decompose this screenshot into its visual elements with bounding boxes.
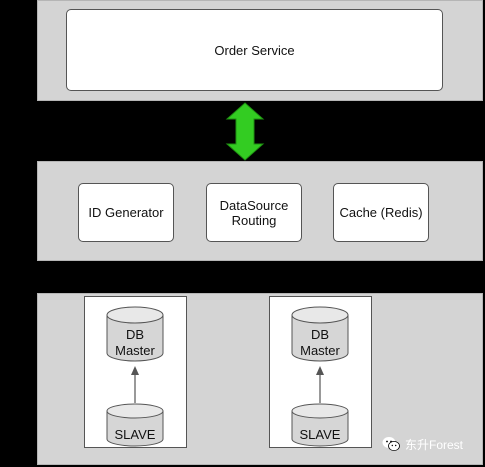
db-master-cylinder[interactable]: DB Master <box>106 306 164 362</box>
db-slave-label: SLAVE <box>300 427 341 442</box>
db-group-1: DB Master SLAVE <box>84 296 187 448</box>
order-service-label: Order Service <box>214 42 295 58</box>
top-layer: Order Service <box>37 0 483 101</box>
bidirectional-arrow-icon <box>225 102 265 161</box>
id-generator-box[interactable]: ID Generator <box>78 183 174 242</box>
cache-redis-box[interactable]: Cache (Redis) <box>333 183 429 242</box>
db-slave-label: SLAVE <box>115 427 156 442</box>
db-master-label-line1: DB <box>126 327 144 342</box>
watermark-text: 东升Forest <box>405 437 464 452</box>
replication-arrow-icon <box>131 366 139 403</box>
db-slave-cylinder[interactable]: SLAVE <box>291 403 349 447</box>
watermark: 东升Forest <box>381 434 463 454</box>
db-master-cylinder[interactable]: DB Master <box>291 306 349 362</box>
wechat-icon <box>382 437 400 451</box>
datasource-routing-label: DataSource Routing <box>219 197 289 228</box>
id-generator-label: ID Generator <box>88 205 164 220</box>
datasource-routing-box[interactable]: DataSource Routing <box>206 183 302 242</box>
replication-arrow-icon <box>316 366 324 403</box>
db-layer: DB Master SLAVE DB Master <box>37 293 483 465</box>
db-group-2: DB Master SLAVE <box>269 296 372 448</box>
db-slave-cylinder[interactable]: SLAVE <box>106 403 164 447</box>
db-master-label-line1: DB <box>311 327 329 342</box>
bidirectional-arrow-shape <box>225 102 265 161</box>
middle-layer: ID Generator DataSource Routing Cache (R… <box>37 161 483 261</box>
db-master-label-line2: Master <box>300 343 340 358</box>
order-service-box[interactable]: Order Service <box>66 9 443 91</box>
cache-redis-label: Cache (Redis) <box>339 205 423 220</box>
db-master-label-line2: Master <box>115 343 155 358</box>
